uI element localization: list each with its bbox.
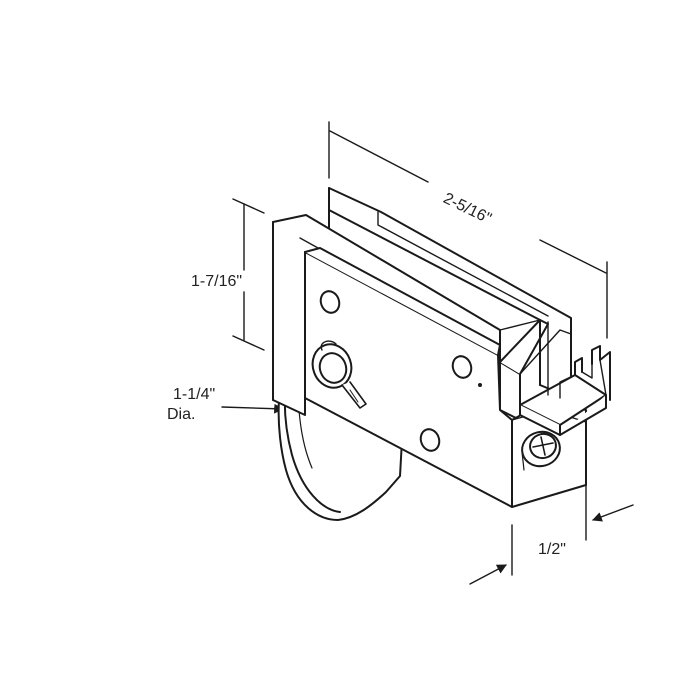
hole-top-left: [319, 290, 341, 314]
wheel-diameter-suffix: Dia.: [167, 406, 196, 423]
height-dimension: [232, 198, 265, 351]
wheel-leader-arrow: [221, 403, 284, 414]
length-dimension: [328, 121, 608, 339]
height-label: 1-7/16": [191, 273, 243, 290]
hole-bottom: [419, 428, 441, 452]
width-label: 1/2": [538, 541, 566, 558]
axle-rivet: [311, 340, 367, 409]
width-dimension: [469, 484, 634, 585]
adjustment-screw: [521, 430, 561, 471]
wheel-diameter-label: 1-1/4": [173, 386, 216, 403]
top-bracket: [519, 345, 611, 436]
hole-right: [451, 355, 473, 379]
front-plate-holes: [319, 290, 482, 452]
small-dot: [478, 383, 482, 387]
